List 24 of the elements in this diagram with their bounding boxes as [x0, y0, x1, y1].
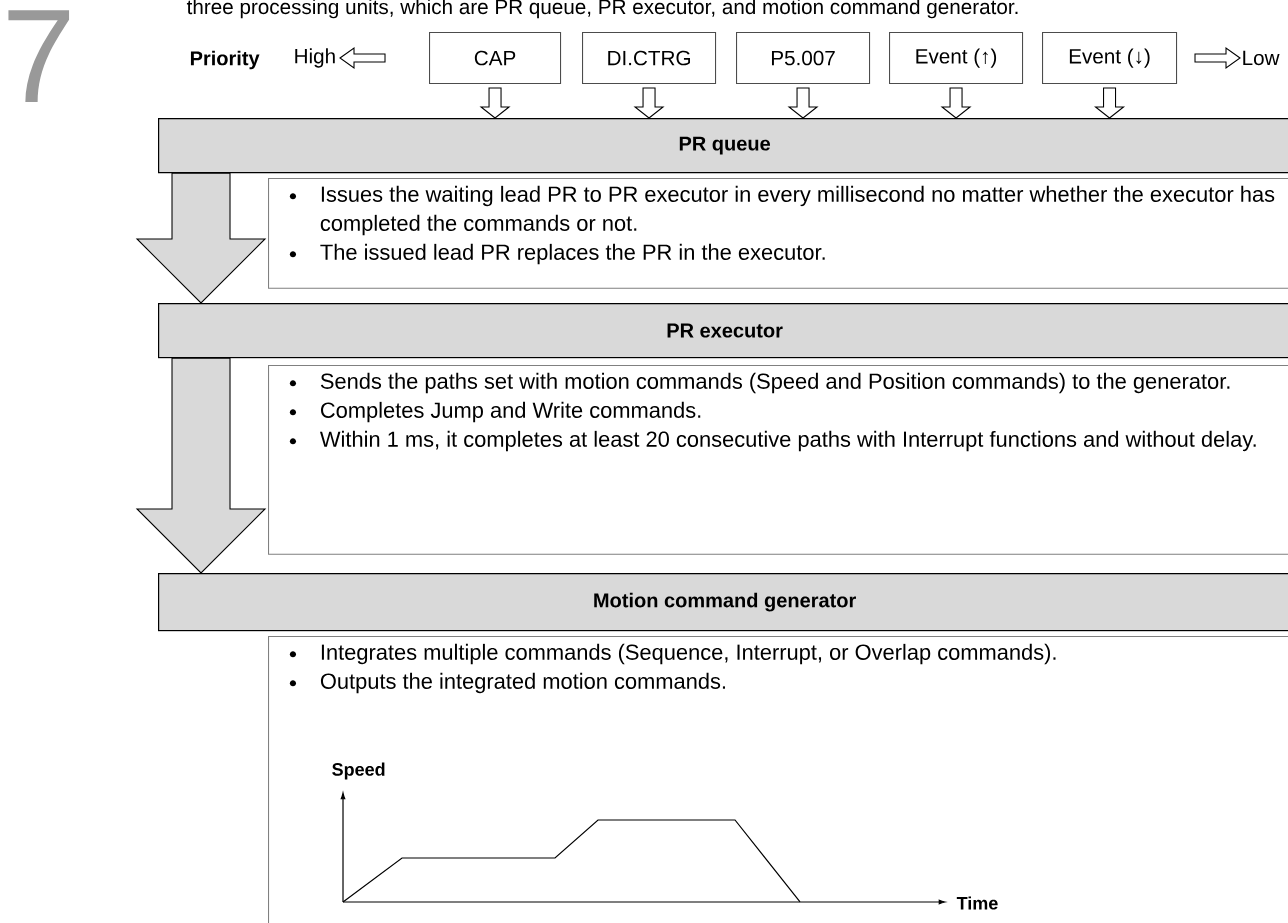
priority-end-label: Low [1243, 50, 1280, 66]
description-box: Sends the paths set with motion commands (Speed and Position commands) to the generator. Completes Jump and Write commands. Within 1 ms, it completes at least 20 consecutive paths with Interrupt functions and without delay. [268, 365, 1288, 555]
arrow [940, 87, 972, 119]
priority-box: CAP [429, 32, 562, 85]
unit-heading-band: PR executor [158, 303, 1288, 359]
axis-label: Speed [332, 762, 385, 780]
arrow [135, 357, 267, 574]
priority-end-label: High [295, 48, 335, 68]
unit-heading-band: Motion command generator [158, 573, 1288, 632]
arrow [1094, 87, 1126, 119]
priority-box: P5.007 [736, 32, 871, 85]
axis-label: Time [956, 896, 998, 910]
intro-text: three processing units, which are PR queue, PR executor, and motion command generator. [186, 0, 1018, 19]
priority-box: Event (↑) [889, 32, 1024, 85]
priority-box: Event (↓) [1042, 32, 1178, 85]
arrow [787, 87, 819, 119]
arrow [135, 172, 267, 304]
arrow [633, 87, 665, 119]
arrow [479, 87, 511, 119]
description-box: Issues the waiting lead PR to PR executor in every millisecond no matter whether the executor has completed the commands or not. The issued lead PR replaces the PR in the executor. [268, 178, 1288, 289]
priority-label: Priority [190, 50, 260, 70]
unit-heading-band: PR queue [158, 118, 1288, 174]
priority-box: DI.CTRG [582, 32, 717, 85]
section-number: 7 [8, 10, 70, 102]
